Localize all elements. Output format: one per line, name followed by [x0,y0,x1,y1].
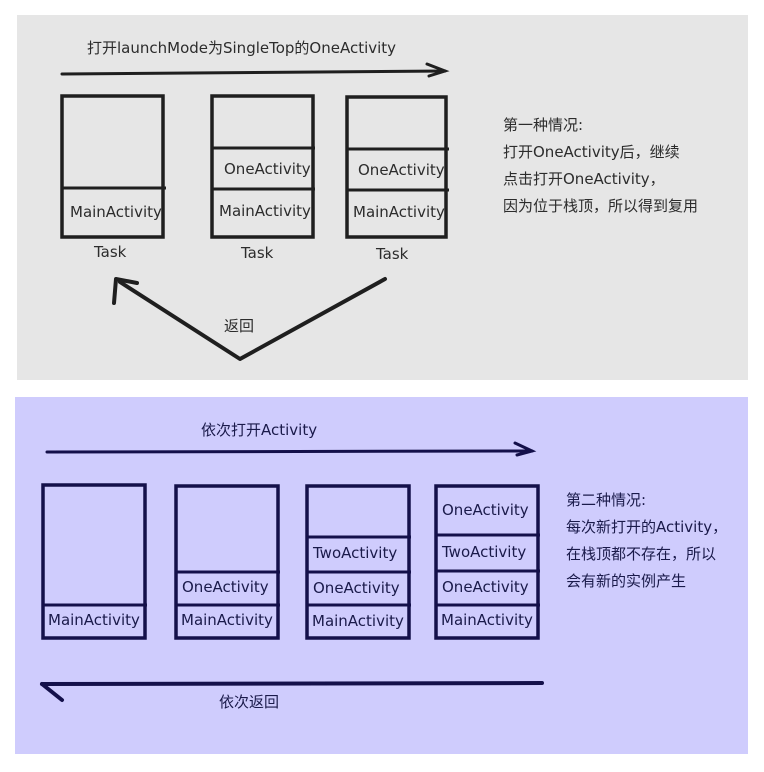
stack-2-item-1: OneActivity [182,578,269,596]
note-line: 打开OneActivity后，继续 [503,143,680,161]
task-stack-3 [345,95,449,239]
note-line: 在栈顶都不存在，所以 [566,545,717,563]
forward-arrow-head [513,441,537,457]
task-label-3: Task [376,245,409,263]
stack-3-item-2: OneActivity [313,579,400,597]
stack-1-item-1: MainActivity [70,203,162,221]
back-arrow-line [40,681,544,686]
forward-arrow-head [425,62,450,78]
scenario-1-panel: 打开launchMode为SingleTop的OneActivity MainA… [17,15,748,380]
scenario-2-note: 第二种情况: 每次新打开的Activity， 在栈顶都不存在，所以 会有新的实例… [566,487,727,595]
forward-arrow-line [60,69,447,76]
back-label: 返回 [224,317,255,335]
note-line: 点击打开OneActivity， [503,170,665,188]
stack-1-item-1: MainActivity [48,611,140,629]
note-line: 第一种情况: [503,116,584,134]
stack-4-item-2: TwoActivity [442,543,527,561]
stack-4 [434,484,540,640]
back-arrow-head [112,277,139,305]
stack-3-item-1: OneActivity [358,161,445,179]
stack-3-item-3: MainActivity [312,612,404,630]
back-label: 依次返回 [219,693,280,711]
task-label-2: Task [241,244,274,262]
note-line: 每次新打开的Activity， [566,518,728,536]
scenario-2-panel: 依次打开Activity MainActivity OneActivity Ma… [15,397,748,754]
stack-2-item-2: MainActivity [219,202,311,220]
note-line: 会有新的实例产生 [566,572,687,590]
task-stack-2 [210,94,315,239]
top-caption: 依次打开Activity [201,421,318,439]
stack-4-item-4: MainActivity [441,611,533,629]
back-arrow-head [40,682,64,702]
scenario-2-diagram [15,397,748,754]
note-line: 因为位于栈顶，所以得到复用 [503,197,699,215]
scenario-1-note: 第一种情况: 打开OneActivity后，继续 点击打开OneActivity… [503,112,698,220]
scenario-1-diagram [17,15,748,380]
panel-2-background [15,397,748,754]
stack-2 [174,484,280,640]
forward-arrow-line [45,449,534,454]
stack-2-item-2: MainActivity [181,611,273,629]
panel-1-background [17,15,748,380]
top-caption: 打开launchMode为SingleTop的OneActivity [87,39,397,57]
stack-3-item-1: TwoActivity [313,544,398,562]
stack-1 [41,483,147,640]
stack-3-item-2: MainActivity [353,203,445,221]
stack-2-item-1: OneActivity [224,160,311,178]
note-line: 第二种情况: [566,491,647,509]
back-arrow-line [118,277,387,361]
task-stack-1 [60,94,166,239]
stack-4-item-1: OneActivity [442,501,529,519]
stack-3 [305,484,411,640]
stack-4-item-3: OneActivity [442,578,529,596]
task-label-1: Task [94,243,127,261]
